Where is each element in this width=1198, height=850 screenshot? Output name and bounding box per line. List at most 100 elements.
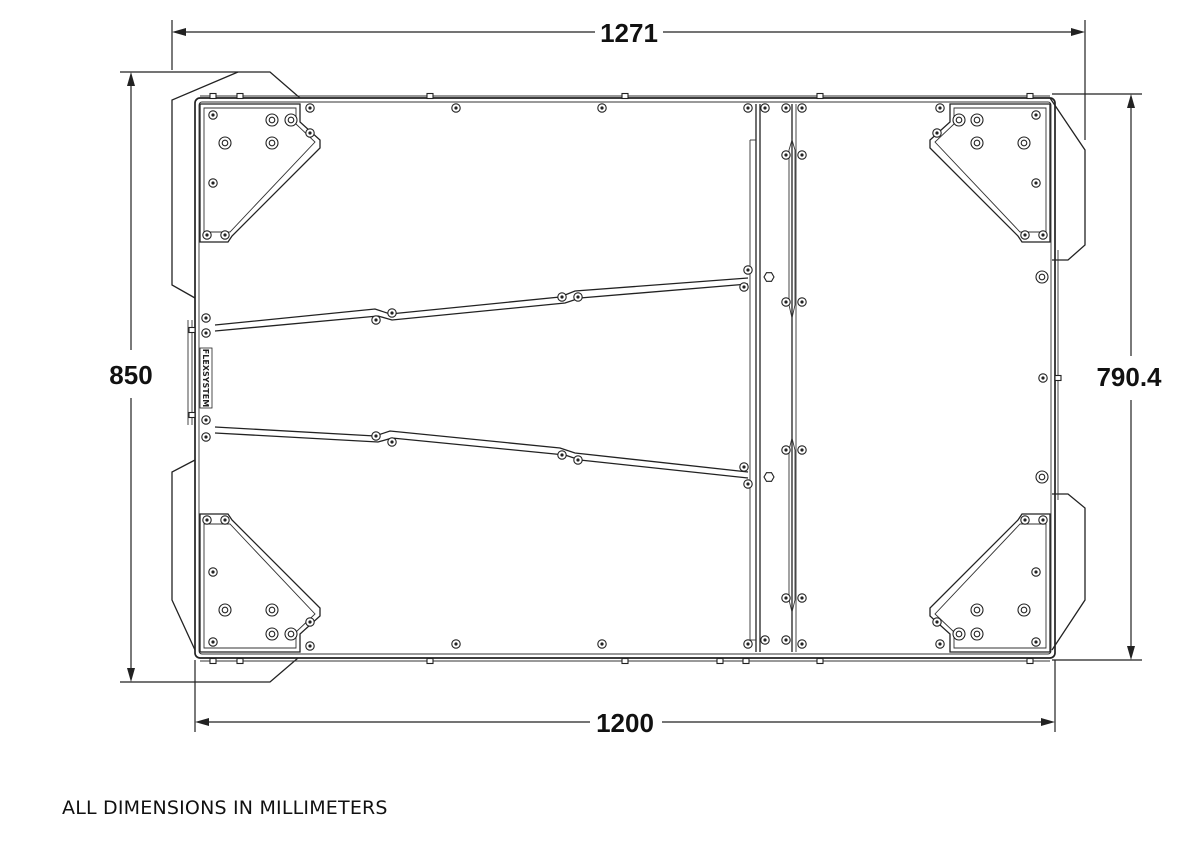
edge-stud xyxy=(236,92,244,100)
bolt-centre xyxy=(800,106,804,110)
units-note: ALL DIMENSIONS IN MILLIMETERS xyxy=(62,797,388,819)
edge-stud xyxy=(621,657,629,665)
large-bolt-centre xyxy=(268,116,276,124)
large-bolt-centre xyxy=(268,630,276,638)
bolt-centre xyxy=(935,131,939,135)
edge-stud xyxy=(742,657,750,665)
bolt-centre xyxy=(390,440,394,444)
bolt-centre xyxy=(784,106,788,110)
bolt-centre xyxy=(204,316,208,320)
bolt-centre xyxy=(374,318,378,322)
bolt-centre xyxy=(308,131,312,135)
bolt-centre xyxy=(784,638,788,642)
dimension-label-1200: 1200 xyxy=(596,708,654,738)
hex-nut xyxy=(763,472,775,482)
bolt-centre xyxy=(576,295,580,299)
bolt-centre xyxy=(1041,233,1045,237)
bolt-centre xyxy=(211,181,215,185)
large-bolt-centre xyxy=(268,606,276,614)
edge-stud xyxy=(621,92,629,100)
bolt-centre xyxy=(763,638,767,642)
bolt-centre xyxy=(800,596,804,600)
large-bolt-centre xyxy=(955,116,963,124)
main-frame xyxy=(187,95,1059,662)
bolt-centre xyxy=(204,331,208,335)
bolt-centre xyxy=(746,106,750,110)
edge-stud xyxy=(716,657,724,665)
dimension-overall-depth: 850 xyxy=(109,71,238,683)
bolt-centre xyxy=(938,642,942,646)
large-bolt-centre xyxy=(973,139,981,147)
bolt-centre xyxy=(784,153,788,157)
bolt-centre xyxy=(223,518,227,522)
bolt-centre xyxy=(308,620,312,624)
edge-stud xyxy=(1026,92,1034,100)
bolt-centre xyxy=(742,465,746,469)
dimension-label-1271: 1271 xyxy=(600,18,658,48)
bolt-centre xyxy=(800,642,804,646)
fasteners xyxy=(188,92,1062,665)
large-bolt-centre xyxy=(1038,473,1046,481)
logo-text: FLEXSYSTEM xyxy=(201,349,210,407)
dimension-label-790-4: 790.4 xyxy=(1096,362,1162,392)
bolt-centre xyxy=(746,268,750,272)
bolt-centre xyxy=(784,596,788,600)
bolt-centre xyxy=(204,435,208,439)
bolt-centre xyxy=(576,458,580,462)
dimension-base-width: 1200 xyxy=(194,660,1056,738)
bolt-centre xyxy=(800,153,804,157)
bolt-centre xyxy=(935,620,939,624)
bolt-centre xyxy=(746,642,750,646)
bolt-centre xyxy=(390,311,394,315)
bolt-centre xyxy=(600,642,604,646)
edge-stud xyxy=(816,657,824,665)
bolt-centre xyxy=(223,233,227,237)
edge-stud xyxy=(188,411,196,419)
edge-stud xyxy=(816,92,824,100)
bolt-centre xyxy=(205,518,209,522)
bolt-centre xyxy=(1041,376,1045,380)
bolt-centre xyxy=(1034,570,1038,574)
bolt-centre xyxy=(454,106,458,110)
large-bolt-centre xyxy=(973,116,981,124)
bolt-centre xyxy=(211,570,215,574)
bolt-centre xyxy=(211,113,215,117)
centre-divider xyxy=(749,104,797,652)
edge-stud xyxy=(426,92,434,100)
large-bolt-centre xyxy=(973,606,981,614)
edge-stud xyxy=(209,92,217,100)
edge-stud xyxy=(209,657,217,665)
side-logo: FLEXSYSTEM xyxy=(199,347,213,409)
dimension-overall-width: 1271 xyxy=(171,18,1086,140)
bolt-centre xyxy=(938,106,942,110)
bolt-centre xyxy=(308,644,312,648)
bolt-centre xyxy=(1034,181,1038,185)
large-bolt-centre xyxy=(955,630,963,638)
large-bolt-centre xyxy=(1020,606,1028,614)
bolt-centre xyxy=(560,453,564,457)
large-bolt-centre xyxy=(973,630,981,638)
bolt-centre xyxy=(205,233,209,237)
bolt-centre xyxy=(1034,640,1038,644)
hex-nut xyxy=(763,272,775,282)
large-bolt-centre xyxy=(221,139,229,147)
bolt-centre xyxy=(763,106,767,110)
edge-stud xyxy=(188,326,196,334)
bolt-centre xyxy=(784,448,788,452)
large-bolt-centre xyxy=(221,606,229,614)
large-bolt-centre xyxy=(287,116,295,124)
bolt-centre xyxy=(204,418,208,422)
large-bolt-centre xyxy=(268,139,276,147)
dimension-body-depth: 790.4 xyxy=(1052,93,1162,661)
bolt-centre xyxy=(211,640,215,644)
large-bolt-centre xyxy=(1038,273,1046,281)
diagonal-rails xyxy=(214,277,749,479)
bolt-centre xyxy=(746,482,750,486)
corner-gussets xyxy=(199,103,1051,653)
edge-stud xyxy=(236,657,244,665)
bolt-centre xyxy=(1041,518,1045,522)
large-bolt-centre xyxy=(1020,139,1028,147)
corner-flaps xyxy=(171,71,1086,683)
bolt-centre xyxy=(308,106,312,110)
